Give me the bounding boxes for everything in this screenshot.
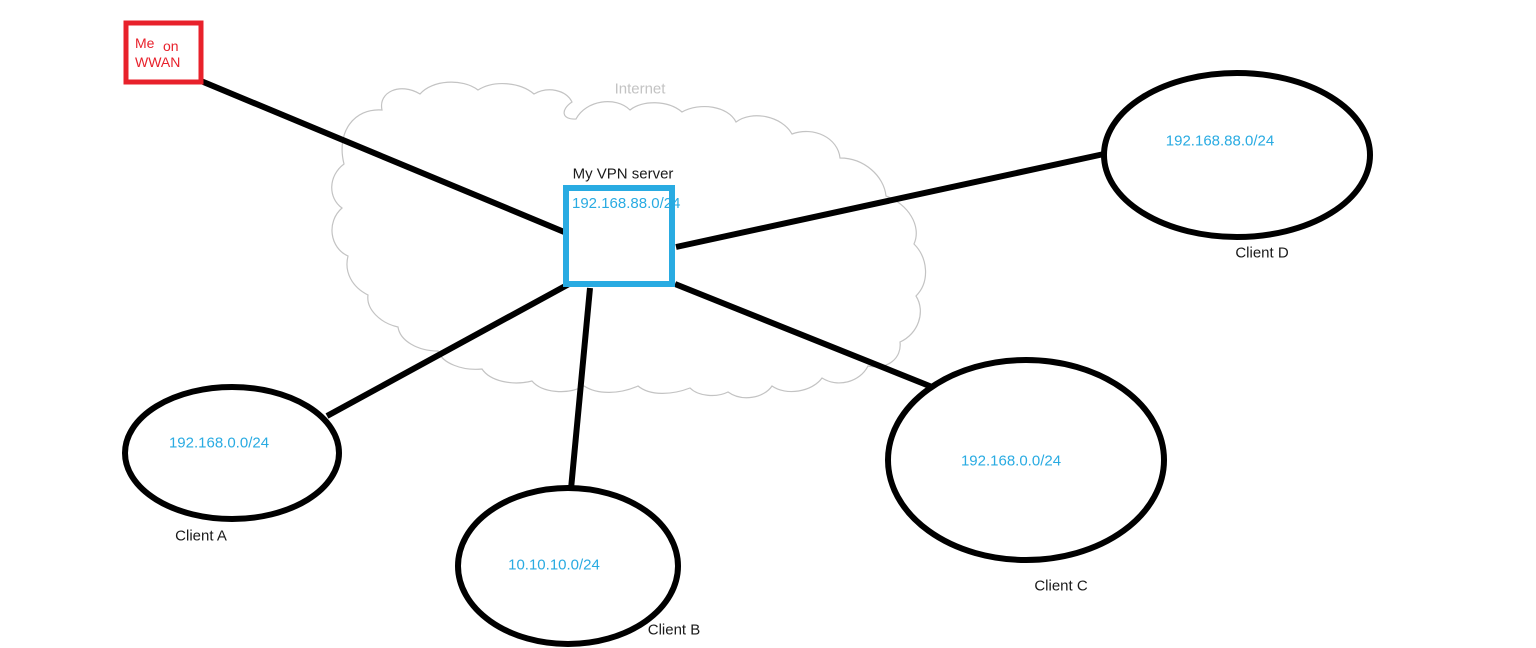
link-wwan-to-server [199, 78, 571, 237]
client-d-label: Client D [1235, 244, 1289, 262]
wwan-label-on: on [163, 38, 179, 54]
wwan-label-me: Me [135, 35, 155, 51]
client-d-subnet: 192.168.88.0/24 [1165, 132, 1275, 150]
link-server-to-client-a [325, 281, 571, 419]
internet-cloud-outline [331, 81, 927, 399]
client-a-label: Client A [175, 527, 227, 545]
link-server-to-client-b [568, 287, 593, 490]
vpn-server-title: My VPN server [572, 165, 674, 183]
client-a-ellipse [122, 384, 342, 522]
client-b-label: Client B [647, 621, 701, 639]
vpn-server-box [563, 185, 675, 287]
client-c-ellipse [885, 357, 1167, 563]
client-b-subnet: 10.10.10.0/24 [508, 556, 600, 574]
client-c-subnet: 192.168.0.0/24 [960, 452, 1062, 470]
link-server-to-client-c [673, 281, 934, 390]
client-b-ellipse [455, 485, 681, 647]
client-d-ellipse [1101, 70, 1373, 240]
internet-label: Internet [614, 80, 666, 98]
wwan-label-wwan: WWAN [135, 54, 181, 70]
wwan-box [123, 20, 204, 85]
link-server-to-client-d [675, 151, 1105, 250]
client-c-label: Client C [1034, 577, 1088, 595]
client-a-subnet: 192.168.0.0/24 [168, 434, 270, 452]
vpn-server-subnet: 192.168.88.0/24 [572, 195, 681, 212]
